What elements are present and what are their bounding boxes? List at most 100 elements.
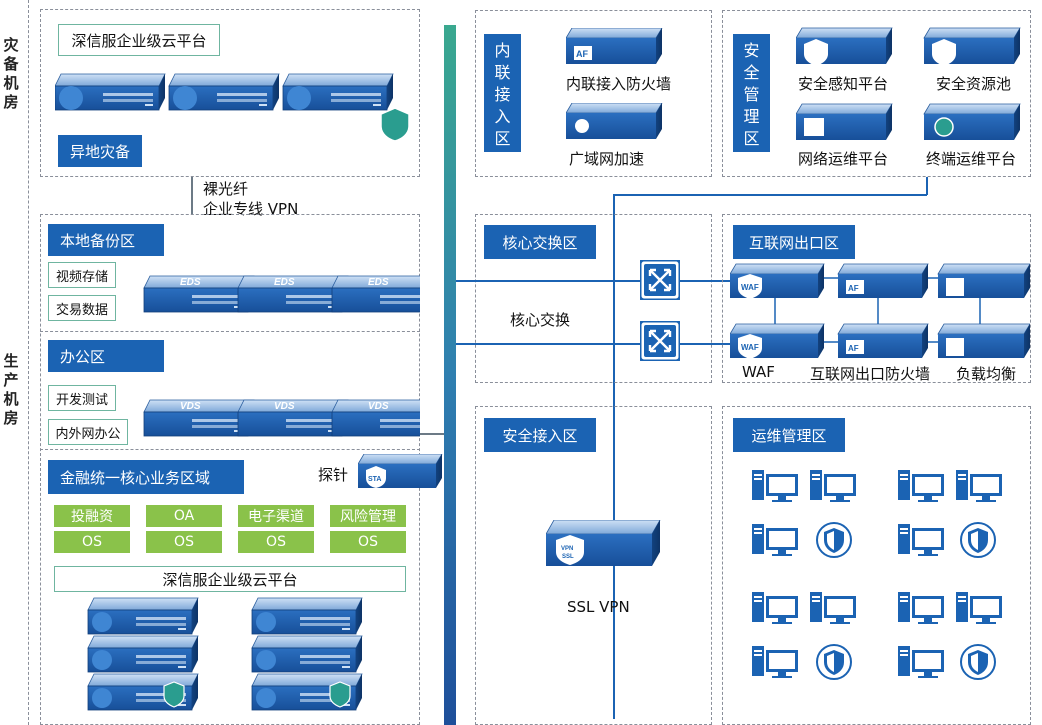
local-backup-title: 本地备份区 bbox=[48, 224, 164, 256]
security-title-char: 区 bbox=[743, 129, 760, 148]
connector bbox=[613, 194, 615, 719]
backup-label: 异地灾备 bbox=[58, 135, 142, 167]
waf-text: WAF bbox=[741, 283, 759, 292]
finance-platform-label: 深信服企业级云平台 bbox=[54, 566, 406, 592]
internet-label: 负载均衡 bbox=[956, 365, 1017, 383]
intranet-title-char: 区 bbox=[494, 129, 511, 148]
core-bus-bar bbox=[444, 25, 456, 725]
wan-accel-device bbox=[566, 103, 663, 139]
intranet-zone bbox=[475, 10, 712, 177]
backup-item: 交易数据 bbox=[48, 295, 116, 321]
eds-device-label: EDS bbox=[180, 277, 201, 288]
backup-item: 视频存储 bbox=[48, 262, 116, 288]
ssl-vpn-label: SSL VPN bbox=[567, 598, 630, 616]
disaster-room-label: 灾 备 机 房 bbox=[2, 36, 20, 112]
intranet-firewall-device: AF bbox=[566, 28, 663, 64]
connector bbox=[926, 177, 928, 195]
production-room-char: 房 bbox=[3, 409, 19, 427]
af-text: AF bbox=[848, 284, 859, 293]
disaster-platform-label: 深信服企业级云平台 bbox=[58, 24, 220, 56]
ops-zone-title: 运维管理区 bbox=[733, 418, 845, 452]
app-block: 投融资 bbox=[54, 505, 130, 527]
intranet-zone-title: 内 联 接 入 区 bbox=[484, 34, 521, 152]
vds-devices: VDS VDS VDS bbox=[143, 399, 420, 437]
office-item: 内外网办公 bbox=[48, 419, 128, 445]
internet-zone bbox=[722, 214, 1031, 383]
security-title-char: 管 bbox=[743, 85, 760, 104]
disaster-room-char: 备 bbox=[3, 55, 19, 73]
core-zone bbox=[475, 214, 712, 383]
core-switch-2 bbox=[640, 321, 680, 361]
waf-text: WAF bbox=[741, 343, 759, 352]
security-title-char: 理 bbox=[743, 107, 760, 126]
vds-device-label: VDS bbox=[180, 401, 201, 412]
af-text: AF bbox=[848, 344, 859, 353]
vds-device-label: VDS bbox=[368, 401, 389, 412]
core-link bbox=[456, 343, 642, 345]
app-block: 风险管理 bbox=[330, 505, 406, 527]
core-label: 核心交换 bbox=[510, 311, 571, 329]
app-block: 电子渠道 bbox=[238, 505, 314, 527]
os-block: OS bbox=[330, 531, 406, 553]
security-title-char: 全 bbox=[743, 63, 760, 82]
security-item-label: 终端运维平台 bbox=[926, 150, 1017, 168]
disaster-room-char: 灾 bbox=[3, 36, 19, 54]
production-room-label: 生 产 机 房 bbox=[2, 352, 20, 428]
os-block: OS bbox=[146, 531, 222, 553]
link-line bbox=[191, 177, 193, 215]
disaster-room-char: 房 bbox=[3, 93, 19, 111]
ssl-device-text: SSL bbox=[562, 554, 574, 560]
security-devices bbox=[796, 27, 1021, 140]
office-title: 办公区 bbox=[48, 340, 164, 372]
core-switch-1 bbox=[640, 260, 680, 300]
intranet-af-text: AF bbox=[576, 49, 588, 59]
os-block: OS bbox=[54, 531, 130, 553]
production-room-char: 产 bbox=[3, 371, 19, 389]
ssl-device-text: VPN bbox=[561, 546, 573, 552]
disaster-zone bbox=[40, 9, 420, 177]
vds-device-label: VDS bbox=[274, 401, 295, 412]
probe-label: 探针 bbox=[318, 466, 349, 484]
security-title-char: 安 bbox=[743, 41, 760, 60]
security-mgmt-zone bbox=[722, 10, 1031, 177]
connector bbox=[613, 194, 927, 196]
intranet-title-char: 联 bbox=[494, 63, 511, 82]
production-room-char: 生 bbox=[3, 352, 19, 370]
core-link bbox=[680, 280, 740, 282]
app-block: OA bbox=[146, 505, 222, 527]
secure-access-title: 安全接入区 bbox=[484, 418, 596, 452]
intranet-title-char: 内 bbox=[494, 41, 511, 60]
eds-device-label: EDS bbox=[368, 277, 389, 288]
intranet-title-char: 接 bbox=[494, 85, 511, 104]
core-zone-title: 核心交换区 bbox=[484, 225, 596, 259]
internet-zone-title: 互联网出口区 bbox=[733, 225, 855, 259]
office-item: 开发测试 bbox=[48, 385, 116, 411]
intranet-title-char: 入 bbox=[494, 107, 511, 126]
internet-label: WAF bbox=[742, 363, 775, 381]
intranet-firewall-label: 内联接入防火墙 bbox=[566, 75, 672, 93]
bus-link bbox=[420, 433, 444, 435]
core-link bbox=[680, 343, 740, 345]
link-vpn: 企业专线 VPN bbox=[203, 200, 299, 218]
finance-servers bbox=[87, 597, 363, 711]
security-mgmt-title: 安 全 管 理 区 bbox=[733, 34, 770, 152]
ssl-vpn-device: VPN SSL bbox=[546, 520, 661, 566]
disaster-room-char: 机 bbox=[3, 74, 19, 92]
eds-device-label: EDS bbox=[274, 277, 295, 288]
security-item-label: 网络运维平台 bbox=[798, 150, 889, 168]
disaster-servers bbox=[55, 73, 410, 142]
core-link bbox=[456, 280, 642, 282]
security-item-label: 安全资源池 bbox=[936, 75, 1012, 93]
security-item-label: 安全感知平台 bbox=[798, 75, 889, 93]
probe-device-text: STA bbox=[368, 476, 381, 483]
internet-devices: WAF AF WAF AF bbox=[730, 263, 1030, 359]
wan-accel-label: 广域网加速 bbox=[569, 150, 645, 168]
divider bbox=[40, 449, 420, 450]
eds-devices: EDS EDS EDS bbox=[143, 275, 420, 313]
probe-device: STA bbox=[358, 454, 443, 488]
link-fiber: 裸光纤 bbox=[203, 180, 249, 198]
left-boundary bbox=[28, 0, 29, 725]
internet-label: 互联网出口防火墙 bbox=[810, 365, 931, 383]
ops-workstations bbox=[752, 470, 1002, 680]
production-room-char: 机 bbox=[3, 390, 19, 408]
